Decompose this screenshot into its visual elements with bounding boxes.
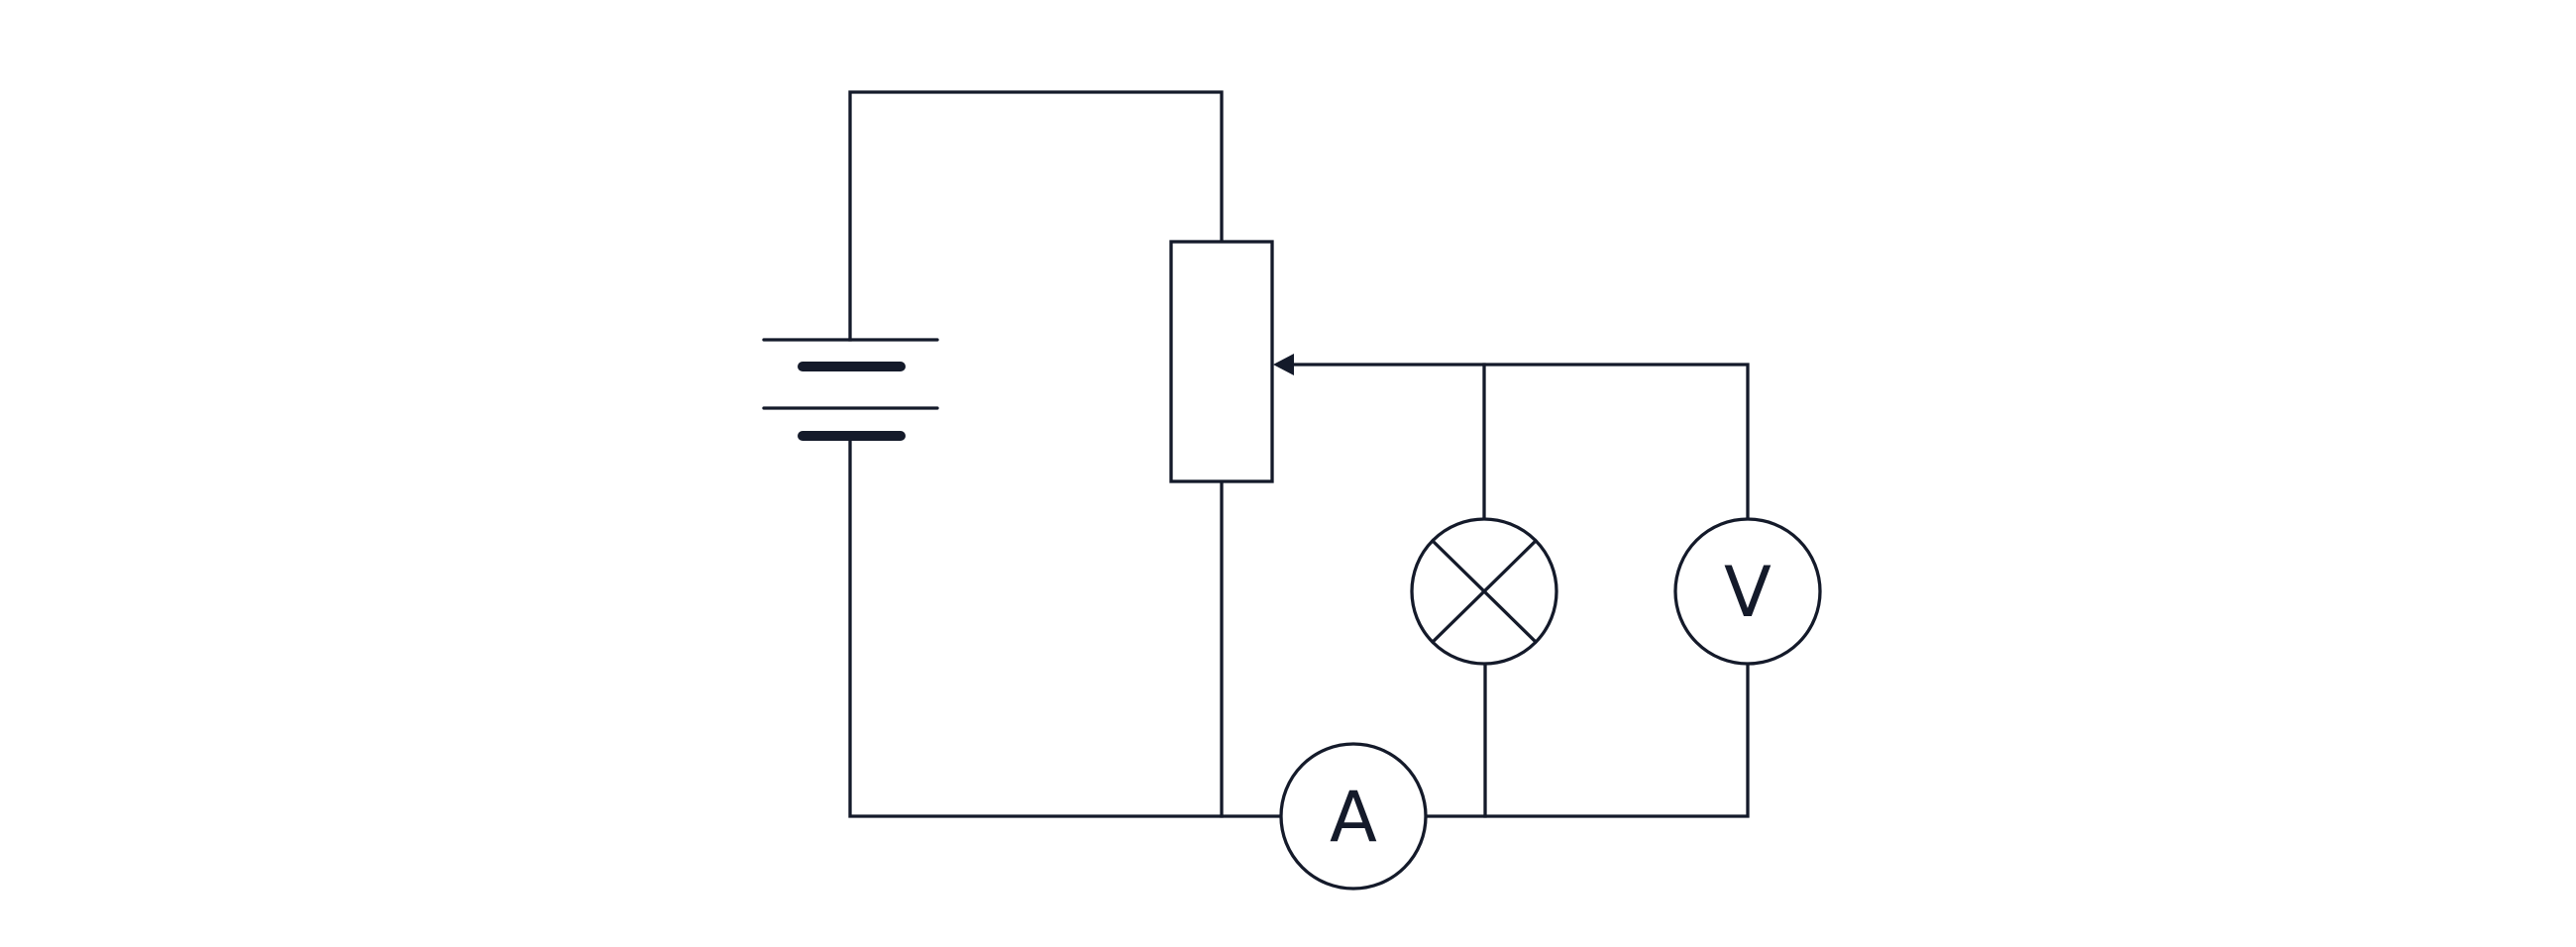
- ammeter-label: A: [1330, 777, 1377, 858]
- wires: [848, 90, 1750, 818]
- voltmeter-circle: [1673, 517, 1822, 666]
- rheostat-slider-arrow: [1273, 354, 1294, 375]
- rheostat-body: [1169, 240, 1274, 483]
- ammeter-icon: A: [1279, 742, 1428, 891]
- potentiometer-icon: [1169, 240, 1294, 483]
- battery-icon: [762, 338, 939, 441]
- lamp-cross-line-2: [1430, 538, 1539, 645]
- wire-slider-to-voltmeter: [1288, 363, 1750, 518]
- voltmeter-label: V: [1724, 552, 1771, 633]
- wire-battery-to-rheostat-top: [848, 90, 1224, 342]
- voltmeter-icon: V: [1673, 517, 1822, 666]
- ammeter-circle: [1279, 742, 1428, 891]
- wire-battery-to-ammeter: [848, 438, 1282, 818]
- lamp-icon: [1410, 517, 1558, 666]
- wire-ammeter-to-voltmeter: [1425, 663, 1750, 818]
